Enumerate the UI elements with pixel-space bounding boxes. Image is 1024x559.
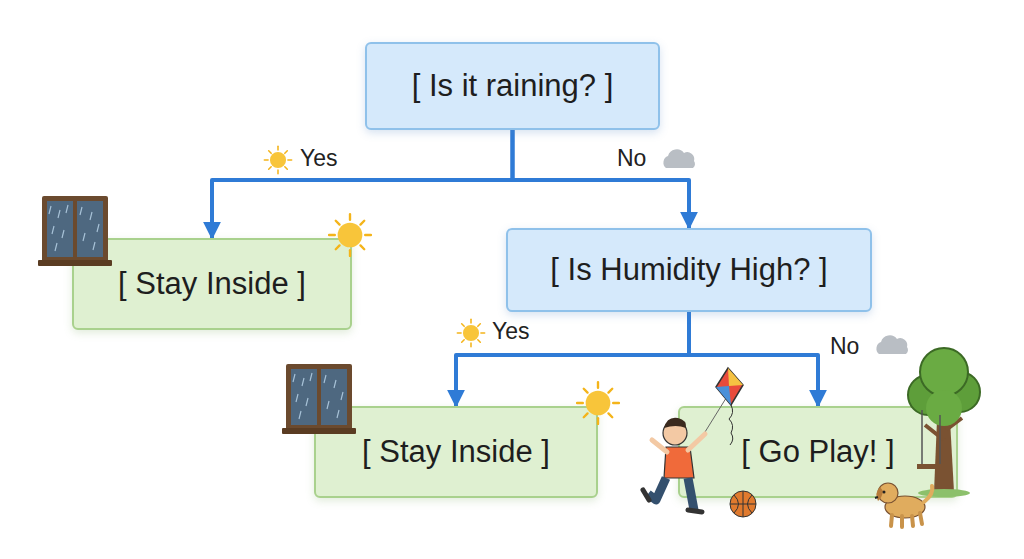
node-text: [ Stay Inside ] bbox=[362, 434, 550, 470]
branch-arrow bbox=[212, 130, 513, 238]
branch-label: Yes bbox=[300, 145, 338, 172]
branch-label: No bbox=[830, 333, 859, 360]
branch-label: No bbox=[617, 145, 646, 172]
node-text: [ Go Play! ] bbox=[741, 434, 894, 470]
decision-box: [ Is it raining? ] bbox=[365, 42, 660, 130]
outcome-box: [ Stay Inside ] bbox=[314, 406, 598, 498]
branch-label: Yes bbox=[492, 318, 530, 345]
branch-arrow bbox=[456, 312, 689, 406]
sun-icon bbox=[329, 214, 371, 256]
branch-arrow bbox=[513, 130, 690, 228]
window-icon bbox=[282, 364, 356, 434]
node-text: [ Stay Inside ] bbox=[118, 266, 306, 302]
window-icon bbox=[38, 196, 112, 266]
outcome-box: [ Go Play! ] bbox=[678, 406, 958, 498]
dog-illustration bbox=[875, 483, 932, 527]
node-text: [ Is Humidity High? ] bbox=[550, 252, 827, 288]
sun-icon bbox=[264, 146, 291, 173]
tree-illustration bbox=[908, 348, 980, 497]
branch-arrow bbox=[689, 312, 818, 406]
node-text: [ Is it raining? ] bbox=[412, 68, 614, 104]
decision-box: [ Is Humidity High? ] bbox=[506, 228, 872, 312]
cloud-icon bbox=[663, 149, 695, 168]
outcome-box: [ Stay Inside ] bbox=[72, 238, 352, 330]
sun-icon bbox=[457, 319, 484, 346]
cloud-icon bbox=[876, 335, 908, 354]
sun-icon bbox=[577, 382, 619, 424]
child-illustration bbox=[643, 368, 756, 517]
